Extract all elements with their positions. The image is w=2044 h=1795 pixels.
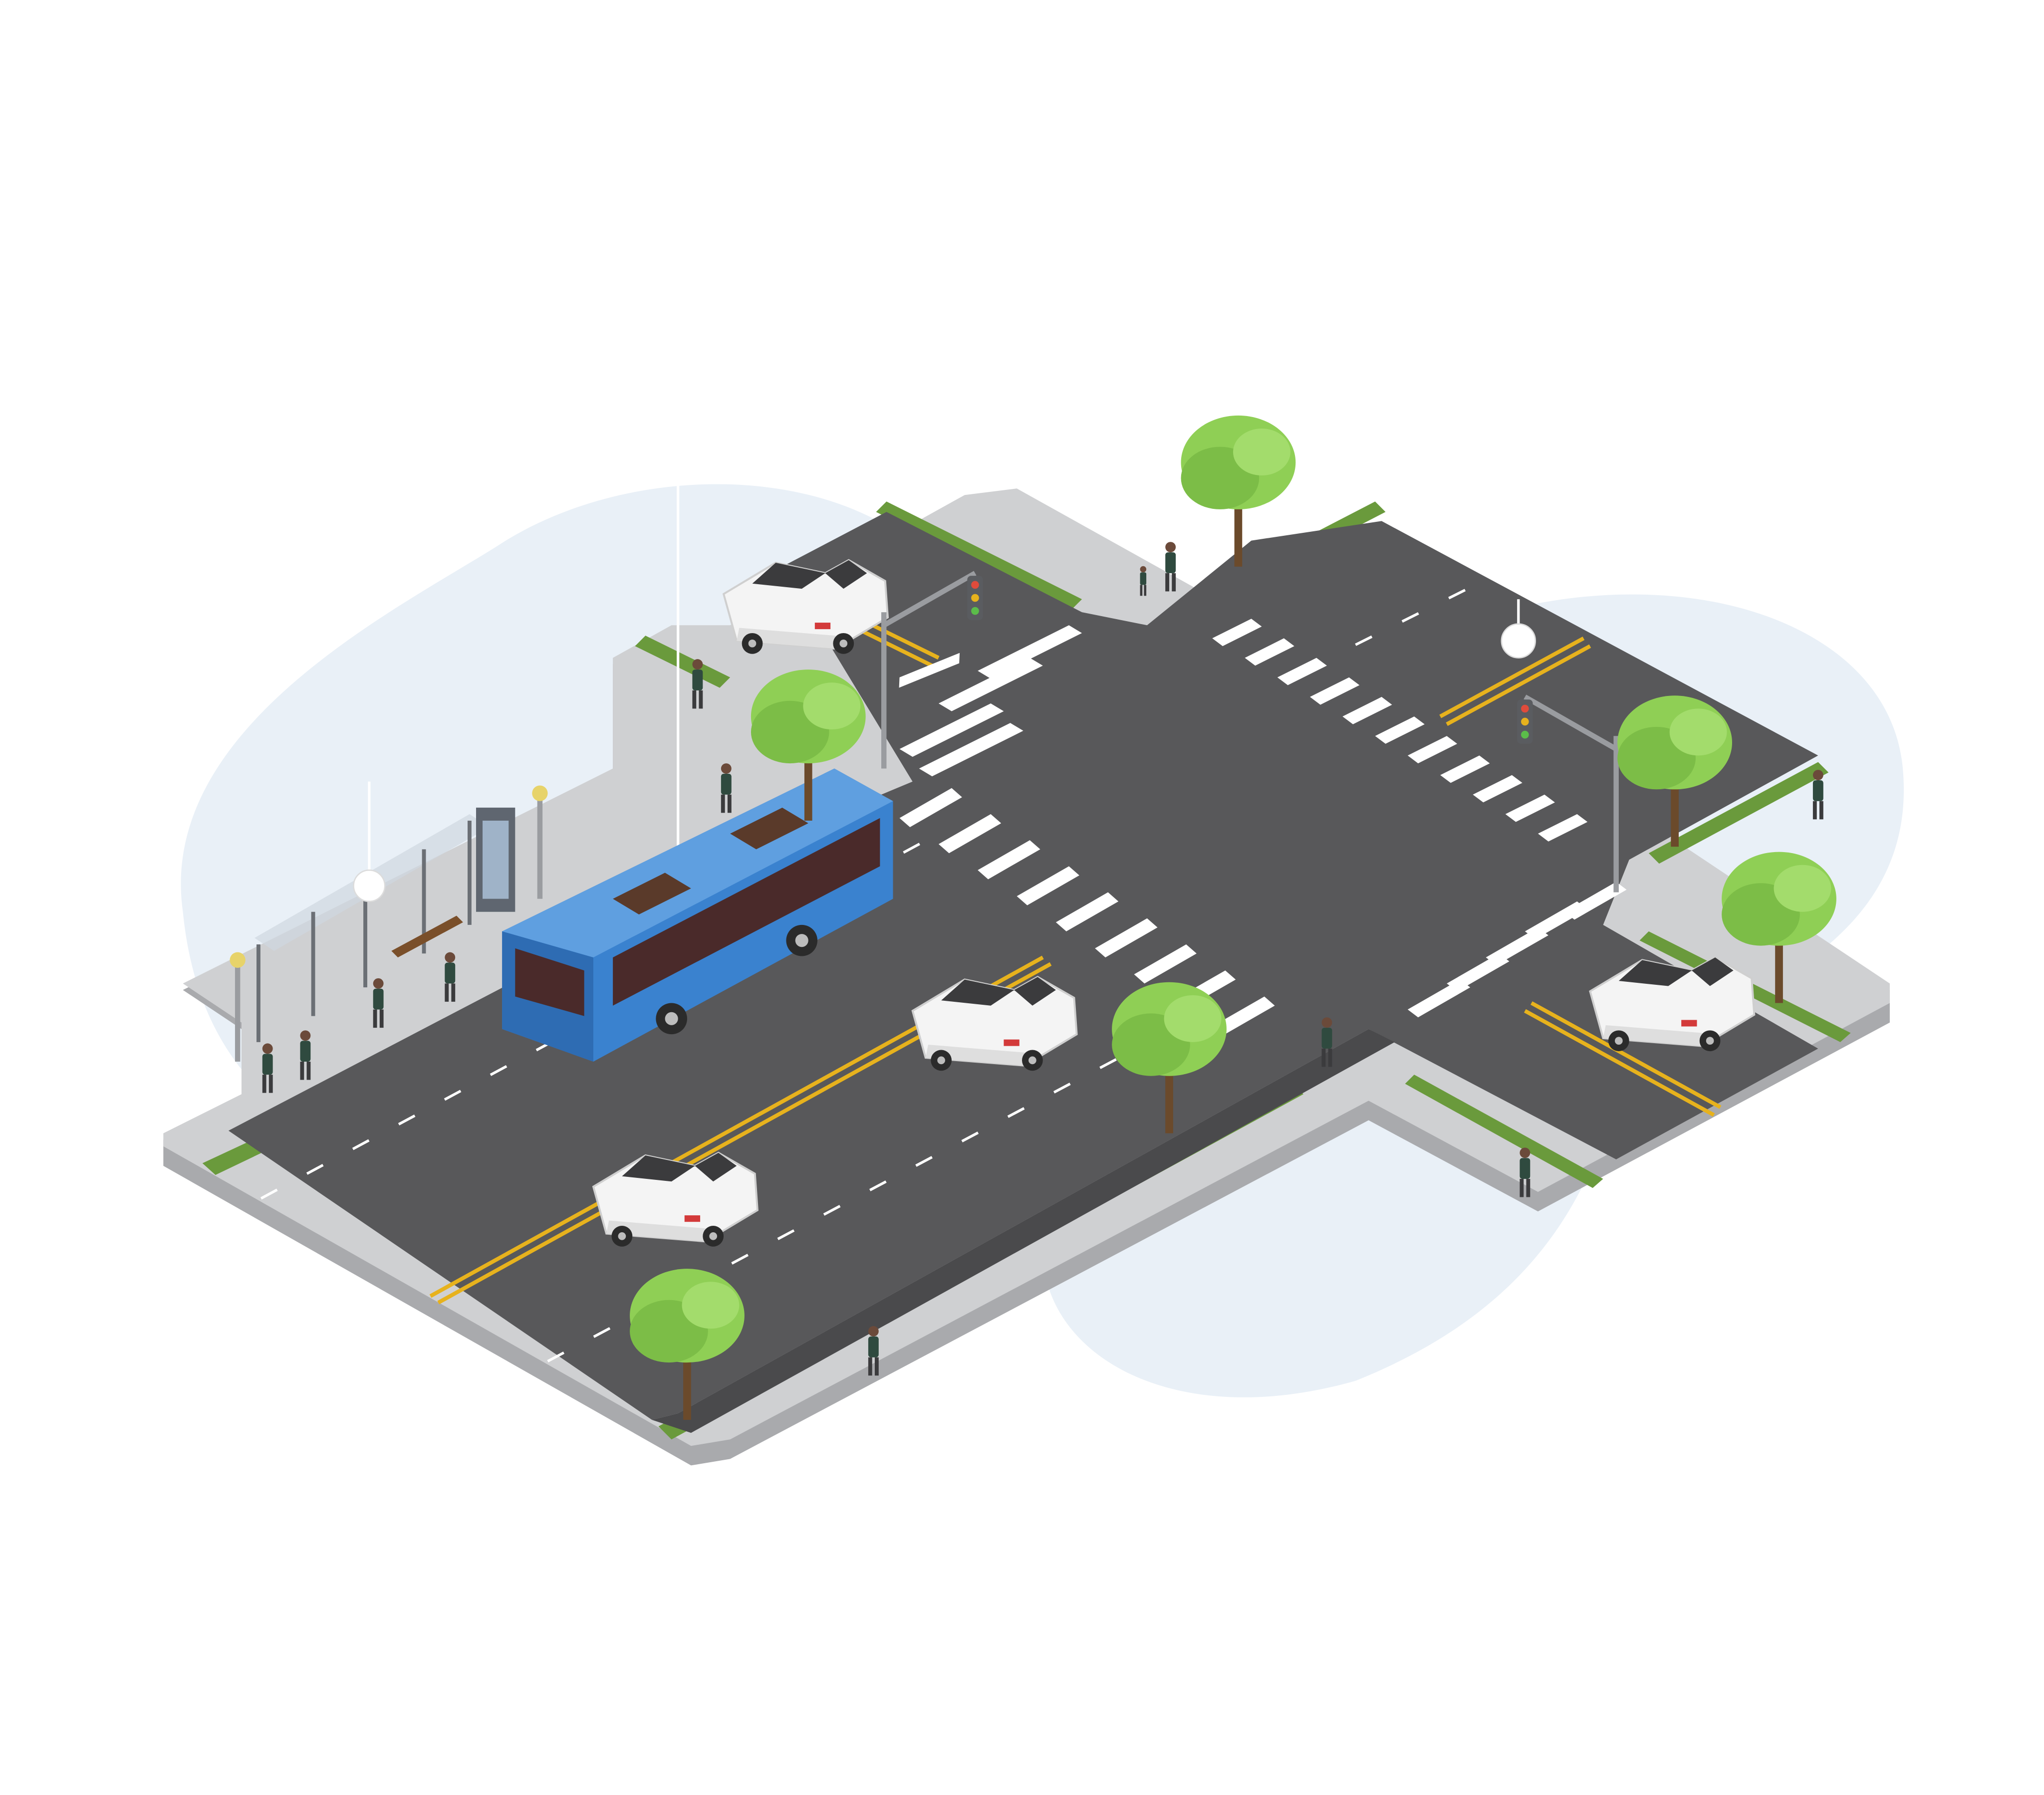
crosswalks (899, 619, 1627, 1036)
bus-icon (502, 768, 893, 1062)
street-lamp-icon (230, 785, 548, 1062)
